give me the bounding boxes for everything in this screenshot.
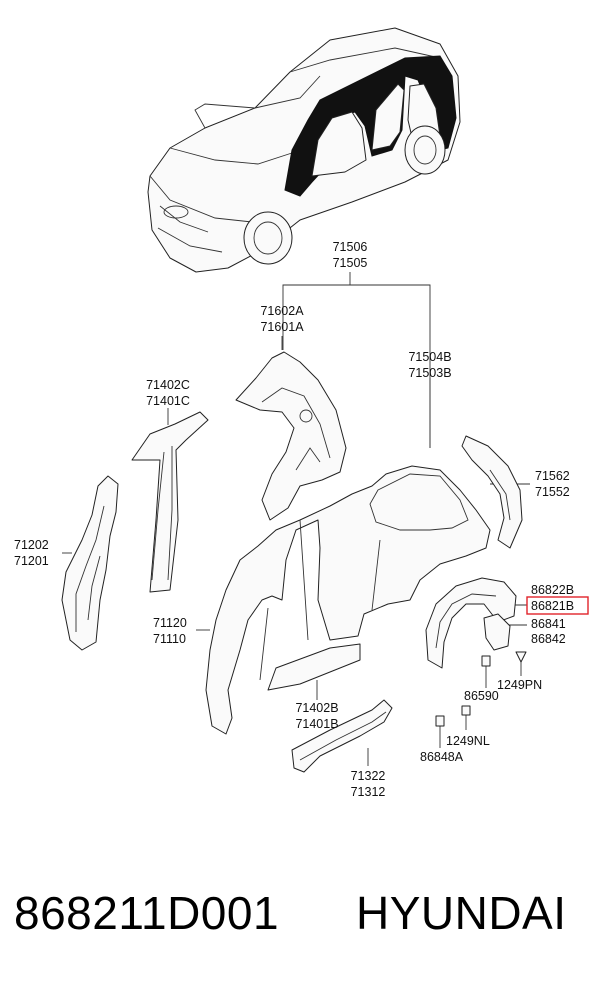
label-71552: 71552 (535, 485, 570, 499)
label-86821B: 86821B (531, 599, 574, 613)
brand-caption: HYUNDAI (356, 887, 567, 939)
label-71602A: 71602A (260, 304, 304, 318)
label-71601A: 71601A (260, 320, 304, 334)
label-71506: 71506 (333, 240, 368, 254)
label-71562: 71562 (535, 469, 570, 483)
label-71322: 71322 (351, 769, 386, 783)
label-86590: 86590 (464, 689, 499, 703)
part-number-caption: 868211D001 (14, 887, 280, 939)
label-71312: 71312 (351, 785, 386, 799)
label-71110: 71110 (153, 632, 186, 646)
label-71401B: 71401B (295, 717, 338, 731)
fastener-parts (435, 651, 527, 727)
part-center-pillar-inner-71401C (131, 411, 209, 593)
label-86848A: 86848A (420, 750, 464, 764)
car-illustration (147, 27, 461, 273)
part-side-outer-panel-71503B (205, 465, 491, 735)
part-sill-71312 (291, 699, 393, 773)
part-roof-rail-inner-71601A (235, 351, 347, 521)
parts-diagram: 71506 71505 71602A 71601A 71504B 71503B … (14, 27, 589, 799)
label-71402B: 71402B (295, 701, 338, 715)
label-71401C: 71401C (146, 394, 190, 408)
highlight-box (526, 596, 589, 615)
label-86822B: 86822B (531, 583, 574, 597)
label-1249NL: 1249NL (446, 734, 490, 748)
label-71503B: 71503B (408, 366, 451, 380)
part-quarter-inner-71552 (461, 435, 523, 549)
label-1249PN: 1249PN (497, 678, 542, 692)
label-86841: 86841 (531, 617, 566, 631)
part-mud-guard-86841 (483, 613, 511, 651)
label-86842: 86842 (531, 632, 566, 646)
label-71202: 71202 (14, 538, 49, 552)
label-71402C: 71402C (146, 378, 190, 392)
part-wheel-guard-86821B (425, 577, 517, 669)
part-front-pillar-inner-71201 (61, 475, 119, 651)
label-71505: 71505 (333, 256, 368, 270)
part-labels: 71506 71505 71602A 71601A 71504B 71503B … (14, 240, 589, 799)
label-71201: 71201 (14, 554, 49, 568)
label-71120: 71120 (153, 616, 187, 630)
label-71504B: 71504B (408, 350, 451, 364)
